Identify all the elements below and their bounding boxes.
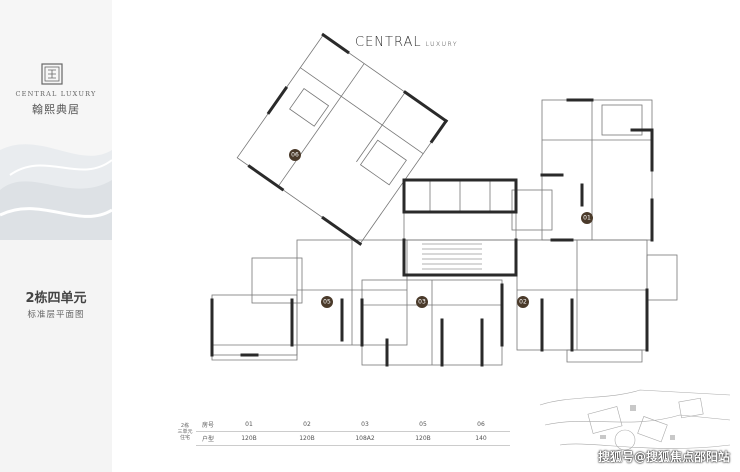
sidebar: CENTRAL LUXURY 翰熙典居 2栋四单元 标准层平面图 [0,0,112,472]
unit-marker-02 [517,296,529,308]
floor-plan: 06 01 05 03 02 [210,32,678,367]
unit-marker-06-label: 06 [291,152,299,159]
unit-table-room: 05 [394,418,452,432]
unit-table-row-header: 2栋 三单元 住宅 [177,422,193,441]
unit-table-room: 06 [452,418,510,432]
unit-table-row-room: 2栋 三单元 住宅 房号 01 02 03 05 06 [174,418,510,441]
unit-table-type: 120B [394,431,452,446]
watermark: 搜狐号@搜狐焦点邵阳站 [597,450,730,464]
unit-table-type: 120B [278,431,336,446]
unit-table-label-type: 户型 [196,431,220,446]
brand-name-en: CENTRAL LUXURY [15,90,97,98]
floor-plan-walls [210,32,654,367]
unit-marker-05 [321,296,333,308]
unit-table-type: 108A2 [336,431,394,446]
unit-table-row-type: 户型 120B 120B 108A2 120B 140 [174,431,510,446]
plan-title: 2栋四单元 [25,291,87,306]
unit-table-type: 120B [220,431,278,446]
unit-table: 2栋 三单元 住宅 房号 01 02 03 05 06 户型 120B 120B… [174,418,510,446]
plan-subtitle: 标准层平面图 [27,310,85,320]
unit-marker-03 [416,296,428,308]
central-heading-main: CENTRAL [355,35,422,50]
unit-table-type: 140 [452,431,510,446]
central-heading-sub: LUXURY [425,41,458,48]
unit-marker-03-label: 03 [418,299,426,306]
unit-table-label-room: 房号 [196,418,220,432]
site-location-map [539,389,731,451]
seal-logo-icon [41,63,63,85]
floor-plan-thin-lines [211,34,678,366]
unit-table-room: 03 [336,418,394,432]
sidebar-swoosh-graphic [0,0,112,240]
brand-name-cn: 翰熙典居 [32,103,80,116]
unit-marker-01-label: 01 [583,215,591,222]
unit-marker-01 [581,212,593,224]
unit-marker-05-label: 05 [323,299,331,306]
unit-markers: 06 01 05 03 02 [289,149,593,308]
unit-table-room: 01 [220,418,278,432]
unit-table-room: 02 [278,418,336,432]
unit-marker-06 [289,149,301,161]
unit-marker-02-label: 02 [519,299,527,306]
